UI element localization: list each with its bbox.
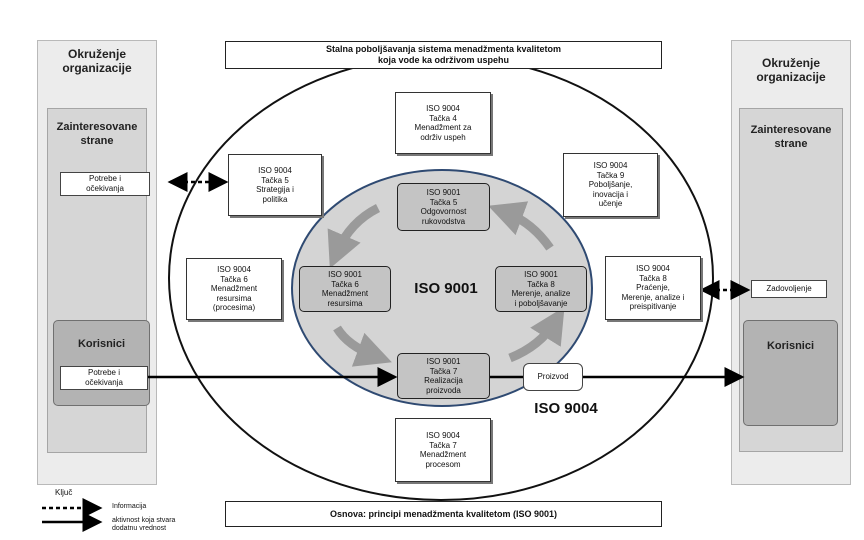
- iso9004-clause9-box: ISO 9004 Tačka 9 Poboljšanje, inovacija …: [563, 153, 658, 217]
- circular-arrow-top-left: [327, 203, 381, 269]
- product-tag: Proizvod: [523, 363, 583, 391]
- iso9004-clause4-box: ISO 9004 Tačka 4 Menadžment za održiv us…: [395, 92, 491, 154]
- left-users-title: Korisnici: [77, 338, 126, 350]
- iso9004-clause6-box: ISO 9004 Tačka 6 Menadžment resursima (p…: [186, 258, 282, 320]
- iso9001-clause6-box: ISO 9001 Tačka 6 Menadžment resursima: [299, 266, 391, 312]
- circular-arrow-bottom-left: [333, 325, 392, 367]
- left-user-needs-tag: Potrebe i očekivanja: [60, 366, 148, 390]
- iso9004-clause7-box: ISO 9004 Tačka 7 Menadžment procesom: [395, 418, 491, 482]
- left-needs-tag: Potrebe i očekivanja: [60, 172, 150, 196]
- bottom-banner: Osnova: principi menadžmenta kvalitetom …: [225, 501, 662, 527]
- legend-value-label: aktivnost koja stvara dodatnu vrednost: [112, 517, 176, 532]
- right-environment-title: Okruženje organizacije: [756, 56, 826, 84]
- iso9001-clause8-box: ISO 9001 Tačka 8 Merenje, analize i pobo…: [495, 266, 587, 312]
- iso9004-outer-label: ISO 9004: [534, 400, 598, 417]
- right-users-title: Korisnici: [766, 340, 815, 352]
- iso9004-clause8-box: ISO 9004 Tačka 8 Praćenje, Merenje, anal…: [605, 256, 701, 320]
- circular-arrow-top-right: [488, 201, 554, 251]
- left-stakeholders-title: Zainteresovane strane: [56, 121, 138, 147]
- right-stakeholders-title: Zainteresovane strane: [750, 124, 832, 150]
- circular-arrow-bottom-right: [508, 306, 565, 363]
- iso9004-clause5-box: ISO 9004 Tačka 5 Strategija i politika: [228, 154, 322, 216]
- iso9001-center-label: ISO 9001: [414, 280, 478, 297]
- right-users-panel: [743, 320, 838, 426]
- left-users-panel: [53, 320, 150, 406]
- legend-info-label: Informacija: [112, 503, 147, 510]
- legend-title: Ključ: [55, 488, 73, 497]
- right-satisfaction-tag: Zadovoljenje: [751, 280, 827, 298]
- left-environment-title: Okruženje organizacije: [62, 47, 132, 75]
- top-banner: Stalna poboljšavanja sistema menadžmenta…: [225, 41, 662, 69]
- iso9001-clause7-box: ISO 9001 Tačka 7 Realizacija proizvoda: [397, 353, 490, 399]
- iso9001-clause5-box: ISO 9001 Tačka 5 Odgovornost rukovodstva: [397, 183, 490, 231]
